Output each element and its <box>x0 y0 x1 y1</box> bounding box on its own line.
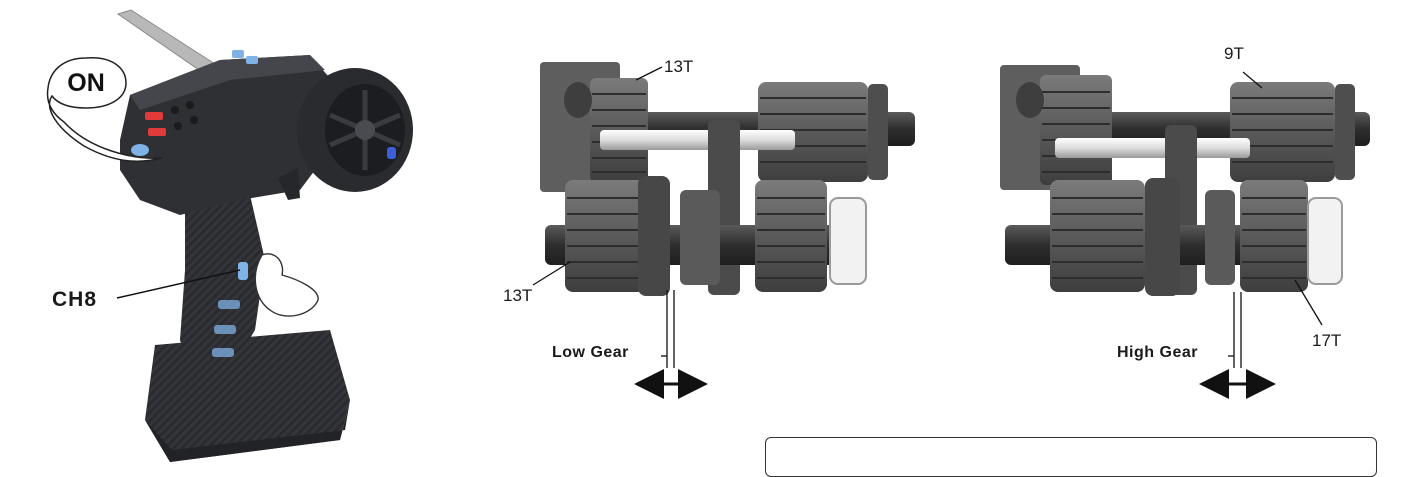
high-gear-label: High Gear <box>1117 344 1198 361</box>
ch8-button <box>238 262 248 280</box>
transmitter-illustration <box>46 9 413 462</box>
on-callout-label: ON <box>67 68 105 97</box>
high-top-gear-9t <box>1230 82 1355 182</box>
note-box <box>765 437 1377 477</box>
ch8-label: CH8 <box>52 288 98 311</box>
high-top-leader <box>1242 71 1263 89</box>
low-bottom-gear-label: 13T <box>503 286 533 305</box>
ch8-leader-line <box>116 269 241 299</box>
high-gear-transmission <box>1000 65 1370 399</box>
low-bottom-gear-13t <box>565 176 670 296</box>
low-bottom-leader <box>532 261 571 286</box>
high-bottom-gear-label: 17T <box>1312 331 1342 350</box>
low-gear-transmission <box>532 62 915 399</box>
power-switch <box>131 144 149 156</box>
high-bottom-gear-17t <box>1240 180 1308 292</box>
low-gear-label: Low Gear <box>552 344 629 361</box>
on-callout-bubble <box>46 57 163 163</box>
low-top-leader <box>635 66 663 81</box>
low-top-gear-label: 13T <box>664 57 694 76</box>
finger-hint-icon <box>254 253 319 317</box>
high-bottom-leader <box>1294 279 1323 326</box>
transmitter-handle <box>180 195 265 390</box>
high-top-gear-label: 9T <box>1224 44 1244 63</box>
